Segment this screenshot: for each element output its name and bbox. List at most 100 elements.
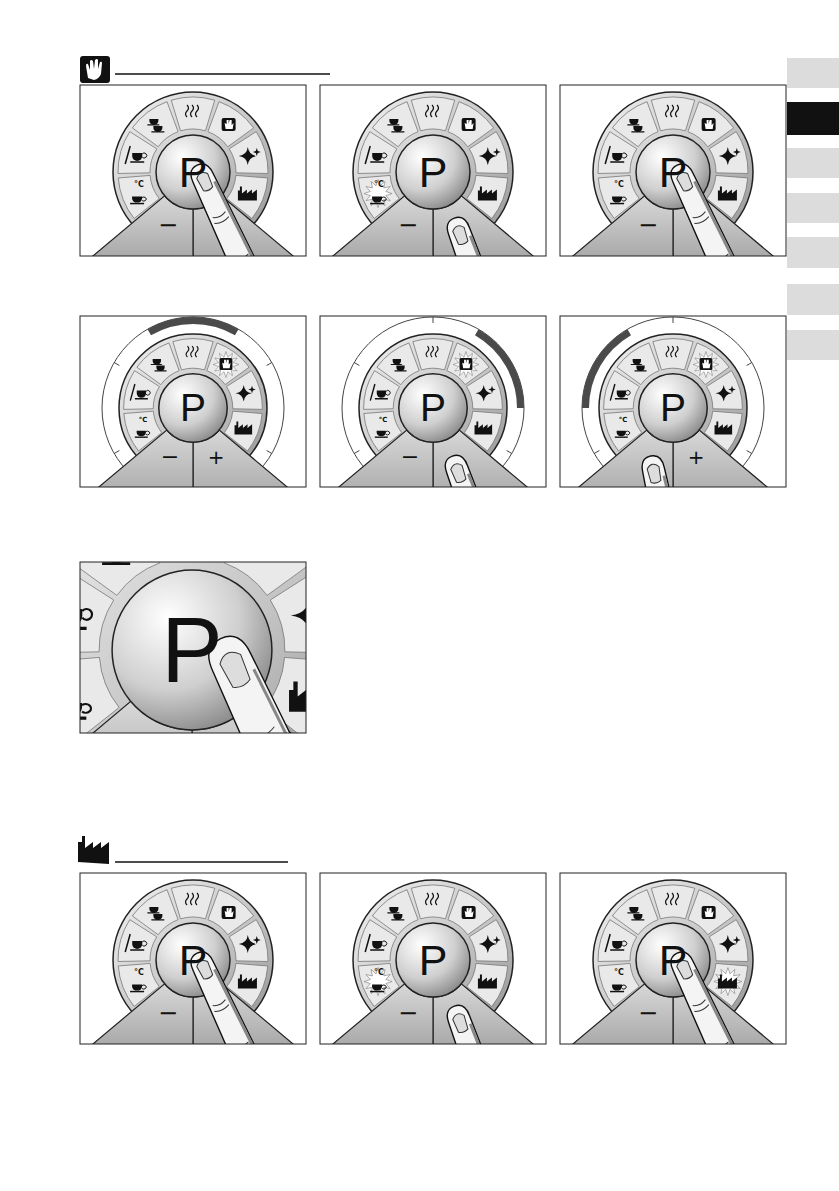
function-icon bbox=[719, 147, 741, 165]
temperature-mark: °C bbox=[374, 181, 384, 189]
function-icon bbox=[364, 180, 392, 208]
panel-illustration bbox=[80, 85, 306, 312]
function-icon bbox=[186, 893, 199, 905]
function-icon bbox=[130, 384, 150, 401]
p-button: P bbox=[399, 374, 467, 442]
function-icon bbox=[478, 975, 497, 989]
panel-illustration bbox=[557, 316, 788, 608]
button-label: P bbox=[659, 939, 688, 982]
panel-frame bbox=[320, 316, 546, 487]
finger bbox=[441, 1001, 519, 1044]
function-icon bbox=[702, 906, 716, 919]
highlight-glow bbox=[213, 352, 239, 378]
function-icon bbox=[235, 385, 255, 402]
highlight-glow bbox=[364, 968, 392, 996]
function-icon bbox=[719, 935, 741, 953]
button-label: P bbox=[659, 151, 688, 194]
function-icon bbox=[426, 105, 439, 117]
panel-illustration bbox=[80, 873, 306, 1100]
panel-frame bbox=[80, 316, 306, 487]
p-button: P bbox=[159, 374, 227, 442]
function-icon bbox=[375, 431, 390, 437]
p-button: P bbox=[156, 135, 230, 209]
p-button bbox=[396, 923, 470, 997]
function-icon bbox=[714, 968, 742, 996]
p-button: P bbox=[396, 923, 470, 997]
button-label: P bbox=[161, 604, 222, 696]
section-tab bbox=[787, 330, 839, 360]
button-label: P bbox=[420, 388, 446, 427]
function-icon bbox=[130, 985, 146, 992]
section-tab bbox=[787, 237, 839, 268]
temperature-mark: °C bbox=[374, 969, 384, 977]
finger bbox=[637, 453, 696, 487]
function-icon bbox=[462, 118, 476, 131]
finger bbox=[439, 451, 517, 487]
highlight-glow bbox=[364, 180, 392, 208]
panel-frame bbox=[80, 85, 306, 256]
p-button: P bbox=[396, 135, 470, 209]
temperature-mark: °C bbox=[134, 969, 144, 977]
function-icon bbox=[666, 105, 679, 117]
function-icon bbox=[462, 906, 476, 919]
progress-arc bbox=[148, 317, 239, 335]
panel-illustration bbox=[560, 85, 786, 312]
function-icon bbox=[391, 359, 407, 371]
function-icon bbox=[365, 146, 387, 164]
panel-frame bbox=[560, 85, 786, 256]
function-icon bbox=[387, 119, 404, 132]
function-icon bbox=[478, 187, 497, 201]
panel-illustration bbox=[320, 873, 546, 1154]
minus-key: − bbox=[398, 1001, 418, 1025]
p-button: P bbox=[639, 374, 707, 442]
p-button bbox=[159, 374, 227, 442]
minus-key: − bbox=[638, 1001, 658, 1025]
plus-key: + bbox=[688, 447, 705, 467]
function-icon bbox=[213, 352, 239, 378]
section-tab bbox=[787, 148, 839, 178]
function-icon bbox=[610, 384, 630, 401]
function-icon bbox=[718, 187, 737, 201]
panel-frame bbox=[80, 562, 306, 733]
panel-frame bbox=[320, 873, 546, 1044]
minus-key: − bbox=[398, 213, 418, 237]
p-button: P bbox=[112, 570, 272, 730]
function-icon bbox=[666, 893, 679, 905]
temperature-mark: °C bbox=[139, 417, 148, 424]
function-icon bbox=[147, 119, 164, 132]
panel-illustration bbox=[560, 873, 786, 1100]
function-icon bbox=[702, 118, 716, 131]
function-icon bbox=[238, 187, 257, 201]
function-icon bbox=[693, 352, 719, 378]
function-icon bbox=[222, 906, 236, 919]
function-icon bbox=[80, 703, 91, 718]
function-icon bbox=[135, 431, 150, 437]
function-icon bbox=[627, 907, 644, 920]
function-icon bbox=[426, 893, 439, 905]
temperature-mark: °C bbox=[614, 181, 624, 189]
function-icon bbox=[715, 385, 735, 402]
panel-frame bbox=[560, 316, 786, 487]
function-icon bbox=[475, 385, 495, 402]
panel-illustration bbox=[14, 477, 371, 911]
section-tab bbox=[787, 102, 839, 135]
function-icon bbox=[125, 934, 147, 952]
temperature-mark: °C bbox=[619, 417, 628, 424]
function-icon bbox=[370, 384, 390, 401]
button-label: P bbox=[660, 388, 686, 427]
temperature-mark: °C bbox=[134, 181, 144, 189]
function-icon bbox=[715, 421, 733, 434]
function-icon bbox=[238, 975, 257, 989]
function-icon bbox=[239, 935, 261, 953]
button-label: P bbox=[419, 939, 448, 982]
function-icon bbox=[605, 146, 627, 164]
finger bbox=[441, 213, 519, 256]
function-icon bbox=[289, 681, 306, 711]
function-icon bbox=[475, 421, 493, 434]
button-label: P bbox=[180, 388, 206, 427]
factory-header-icon bbox=[78, 836, 288, 864]
function-icon bbox=[364, 968, 392, 996]
function-icon bbox=[186, 105, 199, 117]
